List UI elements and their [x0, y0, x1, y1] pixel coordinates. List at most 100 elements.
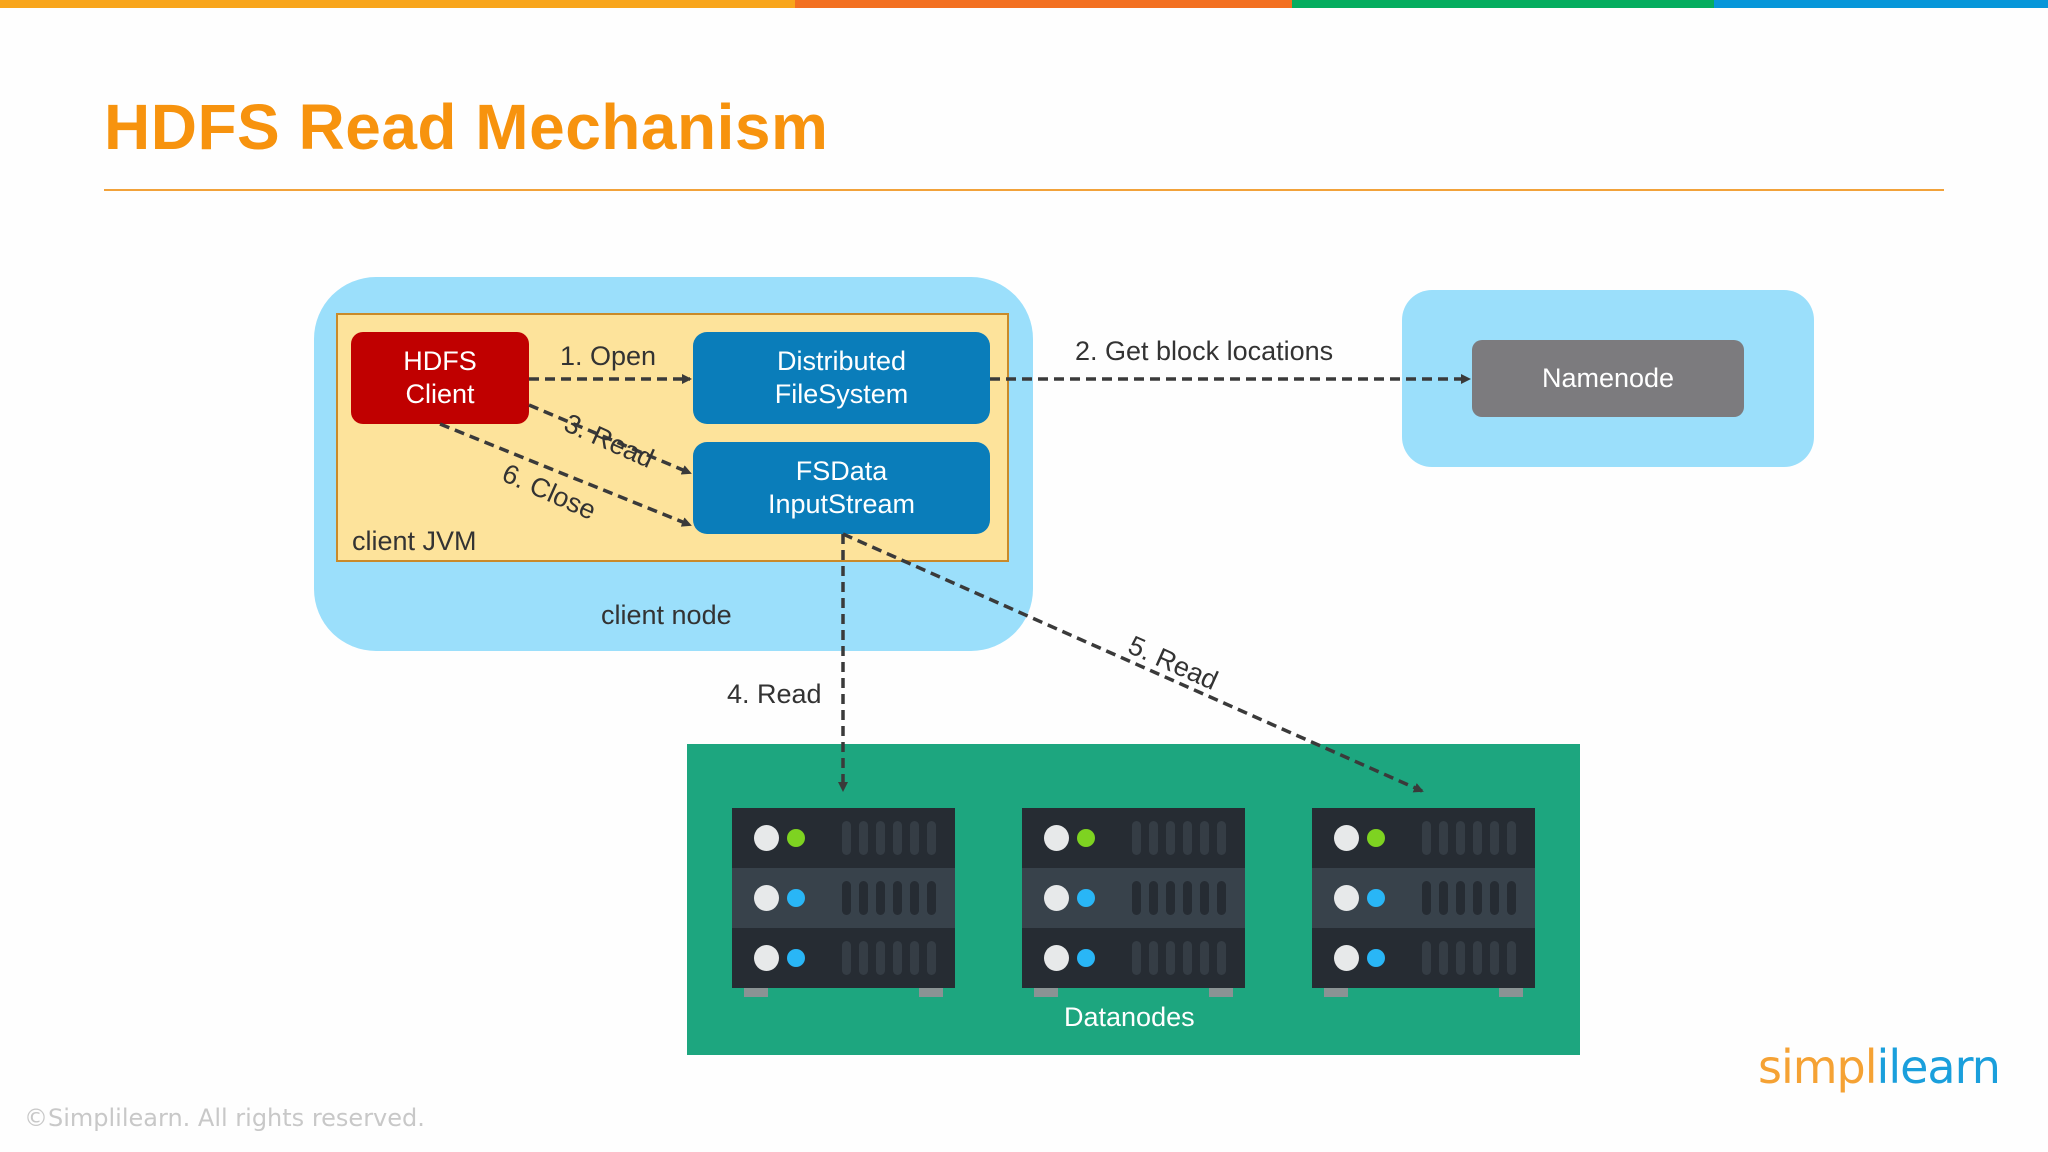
server-unit: [1022, 928, 1245, 988]
vent-slot: [1456, 941, 1465, 975]
power-led-icon: [1334, 945, 1359, 971]
server-unit: [732, 928, 955, 988]
vent-slot: [842, 821, 851, 855]
title-divider: [104, 189, 1944, 191]
vent-grille: [842, 941, 936, 975]
vent-slot: [1507, 821, 1516, 855]
vent-slot: [1217, 881, 1226, 915]
vent-slot: [927, 941, 936, 975]
vent-slot: [1183, 821, 1192, 855]
hdfs-client-label-line2: Client: [405, 379, 475, 409]
power-led-icon: [1044, 945, 1069, 971]
vent-grille: [842, 821, 936, 855]
server-unit: [1312, 868, 1535, 928]
server-unit: [1312, 808, 1535, 868]
vent-slot: [1473, 821, 1482, 855]
vent-grille: [842, 881, 936, 915]
vent-slot: [1200, 821, 1209, 855]
status-led-icon: [1077, 889, 1095, 907]
vent-slot: [859, 881, 868, 915]
vent-slot: [1217, 941, 1226, 975]
vent-grille: [1132, 881, 1226, 915]
vent-slot: [927, 821, 936, 855]
status-led-icon: [1367, 829, 1385, 847]
vent-slot: [1439, 941, 1448, 975]
vent-slot: [893, 881, 902, 915]
vent-slot: [876, 821, 885, 855]
vent-slot: [1422, 821, 1431, 855]
vent-slot: [1149, 881, 1158, 915]
vent-slot: [893, 821, 902, 855]
vent-slot: [1132, 821, 1141, 855]
server-icon: [1022, 808, 1245, 997]
distributed-filesystem-box: Distributed FileSystem: [693, 332, 990, 424]
slide-title: HDFS Read Mechanism: [104, 91, 829, 163]
vent-slot: [1456, 881, 1465, 915]
vent-slot: [1166, 821, 1175, 855]
vent-slot: [1200, 881, 1209, 915]
power-led-icon: [1044, 885, 1069, 911]
vent-slot: [1132, 941, 1141, 975]
vent-slot: [876, 881, 885, 915]
step-get-block-locations-label: 2. Get block locations: [1075, 336, 1334, 366]
power-led-icon: [1334, 825, 1359, 851]
logo-part-learn: learn: [1888, 1040, 2001, 1094]
vent-slot: [1183, 881, 1192, 915]
client-jvm-label: client JVM: [352, 526, 477, 556]
vent-slot: [1473, 881, 1482, 915]
hdfs-client-box: HDFS Client: [351, 332, 529, 424]
vent-slot: [1149, 941, 1158, 975]
top-color-bar: [0, 0, 2048, 8]
vent-slot: [1183, 941, 1192, 975]
step-read5-label: 5. Read: [1123, 630, 1223, 696]
server-icon: [732, 808, 955, 997]
vent-slot: [1166, 941, 1175, 975]
vent-slot: [1473, 941, 1482, 975]
status-led-icon: [787, 889, 805, 907]
client-node-label: client node: [601, 600, 732, 630]
server-unit: [732, 808, 955, 868]
vent-grille: [1422, 941, 1516, 975]
vent-slot: [1217, 821, 1226, 855]
vent-slot: [876, 941, 885, 975]
vent-slot: [1439, 821, 1448, 855]
server-unit: [1022, 808, 1245, 868]
server-icon: [1312, 808, 1535, 997]
top-bar-segment-blue: [1714, 0, 2048, 8]
vent-grille: [1132, 941, 1226, 975]
vent-slot: [1490, 941, 1499, 975]
status-led-icon: [787, 829, 805, 847]
top-bar-segment-orange: [795, 0, 1292, 8]
hdfs-client-label-line1: HDFS: [403, 346, 477, 376]
server-foot: [1209, 988, 1233, 997]
vent-slot: [1149, 821, 1158, 855]
vent-slot: [910, 881, 919, 915]
vent-slot: [842, 941, 851, 975]
server-foot: [1324, 988, 1348, 997]
vent-slot: [1456, 821, 1465, 855]
namenode-box: Namenode: [1472, 340, 1744, 417]
logo-part-simpl: simpl: [1758, 1040, 1878, 1094]
power-led-icon: [754, 885, 779, 911]
logo-part-i: i: [1876, 1040, 1890, 1094]
vent-slot: [1422, 941, 1431, 975]
top-bar-segment-orange-yellow: [0, 0, 795, 8]
fsdata-inputstream-box: FSData InputStream: [693, 442, 990, 534]
power-led-icon: [1334, 885, 1359, 911]
fsdata-inputstream-label-line2: InputStream: [767, 489, 916, 519]
vent-slot: [1422, 881, 1431, 915]
status-led-icon: [1077, 949, 1095, 967]
fsdata-inputstream-label-line1: FSData: [795, 456, 888, 486]
vent-grille: [1422, 821, 1516, 855]
vent-grille: [1132, 821, 1226, 855]
vent-slot: [1132, 881, 1141, 915]
server-unit: [732, 868, 955, 928]
status-led-icon: [787, 949, 805, 967]
distributed-filesystem-label-line2: FileSystem: [774, 379, 909, 409]
vent-slot: [1507, 941, 1516, 975]
vent-slot: [1507, 881, 1516, 915]
vent-slot: [859, 821, 868, 855]
vent-slot: [1166, 881, 1175, 915]
status-led-icon: [1367, 889, 1385, 907]
status-led-icon: [1077, 829, 1095, 847]
